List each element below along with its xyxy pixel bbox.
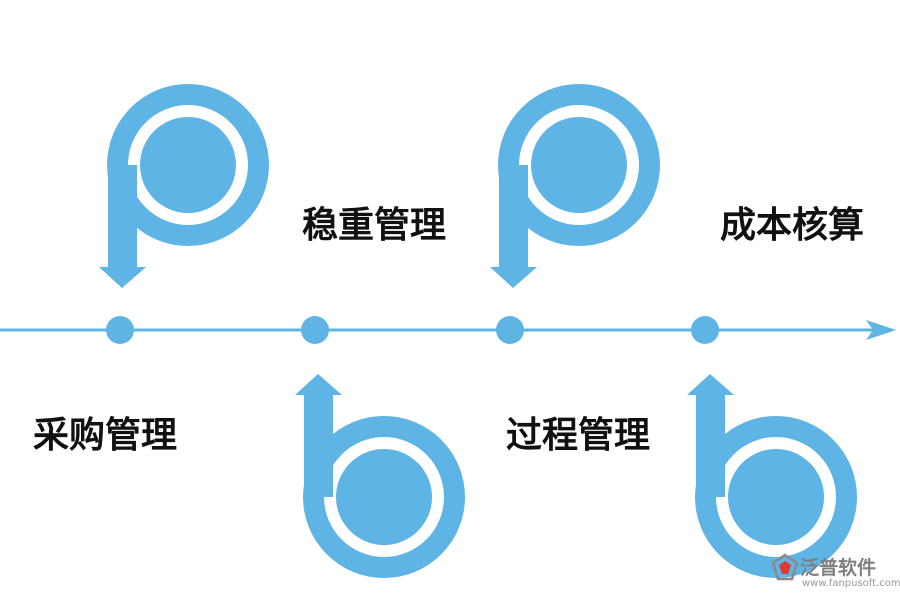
- milestone-dot-3: [496, 316, 524, 344]
- watermark-name: 泛普软件: [800, 557, 877, 579]
- p-arrow-down-icon: [99, 84, 269, 288]
- b-arrow-up-icon: [295, 374, 465, 578]
- watermark: 泛普软件 www.fanpusoft.com: [768, 553, 900, 597]
- step-label-process: 过程管理: [506, 415, 651, 456]
- fanpu-logo-icon: [771, 553, 799, 581]
- watermark-url: www.fanpusoft.com: [802, 578, 900, 589]
- step-label-stability: 稳重管理: [302, 205, 447, 246]
- milestone-dot-4: [691, 316, 719, 344]
- step-label-cost: 成本核算: [720, 205, 865, 246]
- milestone-dot-1: [106, 316, 134, 344]
- step-label-procurement: 采购管理: [33, 415, 178, 456]
- milestone-dot-2: [301, 316, 329, 344]
- b-arrow-up-icon: [687, 374, 857, 578]
- p-arrow-down-icon: [490, 84, 660, 288]
- timeline-arrowhead-icon: [866, 320, 896, 340]
